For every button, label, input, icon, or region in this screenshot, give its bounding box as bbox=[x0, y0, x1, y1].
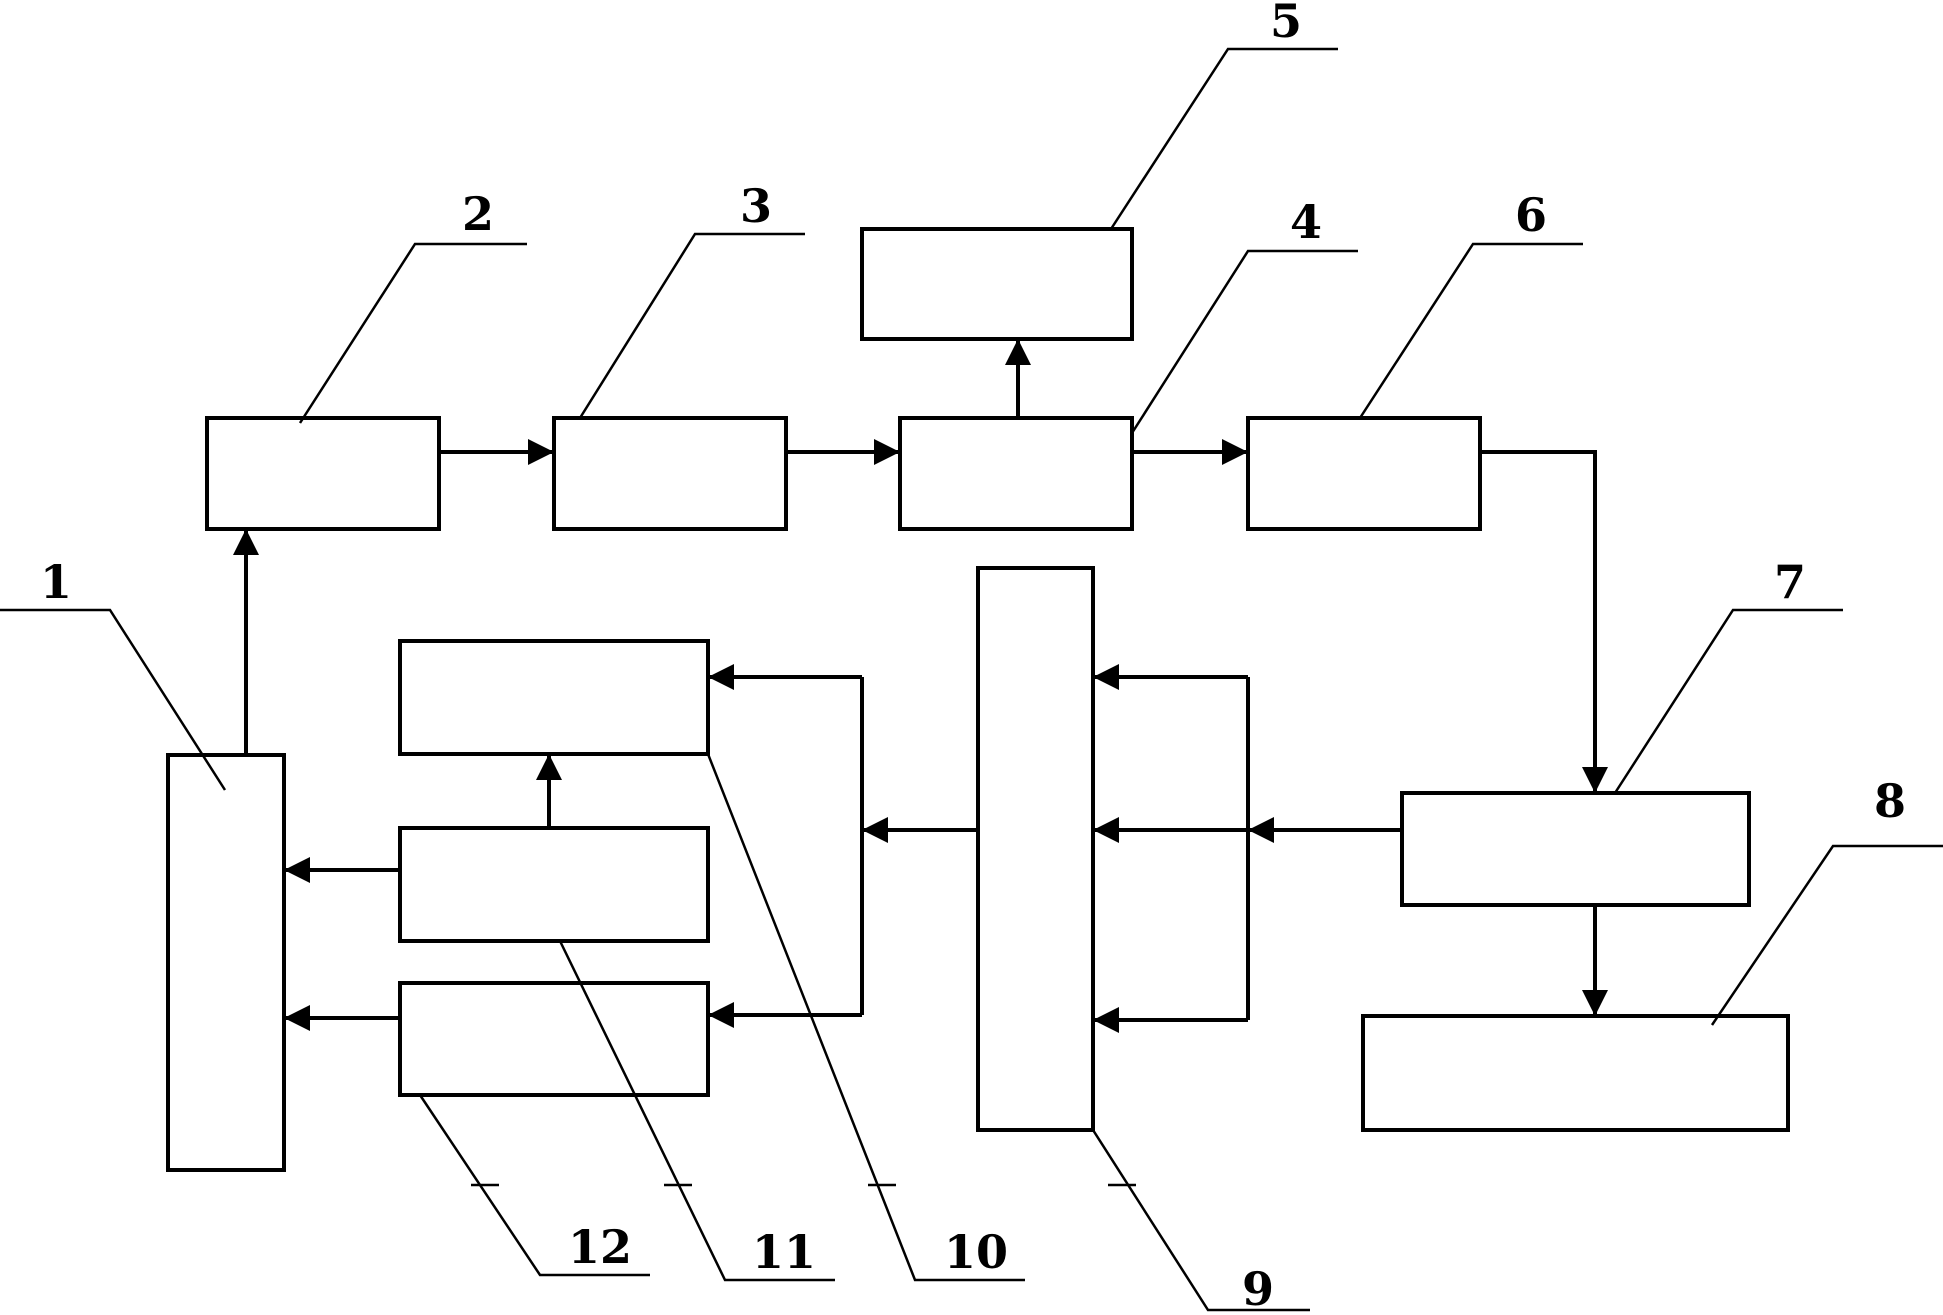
label-6: 6 bbox=[1515, 188, 1547, 242]
label-4: 4 bbox=[1290, 195, 1322, 249]
leader-9 bbox=[1091, 1129, 1310, 1312]
leader-8 bbox=[1710, 844, 1943, 1026]
label-3: 3 bbox=[740, 179, 772, 233]
block-5 bbox=[860, 227, 1134, 341]
block-1 bbox=[166, 753, 286, 1172]
label-8: 8 bbox=[1874, 774, 1906, 828]
leader-1 bbox=[0, 608, 227, 791]
label-11: 11 bbox=[752, 1225, 816, 1279]
leader-7 bbox=[1613, 608, 1843, 794]
block-3 bbox=[552, 416, 788, 531]
arrow-6-to-7 bbox=[1480, 450, 1608, 793]
leader-3 bbox=[578, 232, 805, 419]
block-9 bbox=[976, 566, 1095, 1132]
label-10: 10 bbox=[944, 1225, 1008, 1279]
leader-5 bbox=[1109, 47, 1338, 230]
leader-2 bbox=[298, 242, 527, 424]
leader-12 bbox=[418, 1094, 650, 1277]
label-2: 2 bbox=[462, 187, 494, 241]
block-6 bbox=[1246, 416, 1482, 531]
label-12: 12 bbox=[568, 1220, 632, 1274]
block-12 bbox=[398, 981, 710, 1097]
block-11 bbox=[398, 826, 710, 943]
label-7: 7 bbox=[1774, 555, 1806, 609]
block-2 bbox=[205, 416, 441, 531]
label-1: 1 bbox=[40, 555, 72, 609]
block-8 bbox=[1361, 1014, 1790, 1132]
block-4 bbox=[898, 416, 1134, 531]
label-9: 9 bbox=[1242, 1262, 1274, 1315]
block-10 bbox=[398, 639, 710, 756]
leader-10 bbox=[706, 753, 1025, 1282]
leader-6 bbox=[1358, 242, 1583, 419]
label-5: 5 bbox=[1270, 0, 1302, 48]
leader-4 bbox=[1130, 249, 1358, 434]
leader-11 bbox=[558, 940, 835, 1282]
block-7 bbox=[1400, 791, 1751, 907]
